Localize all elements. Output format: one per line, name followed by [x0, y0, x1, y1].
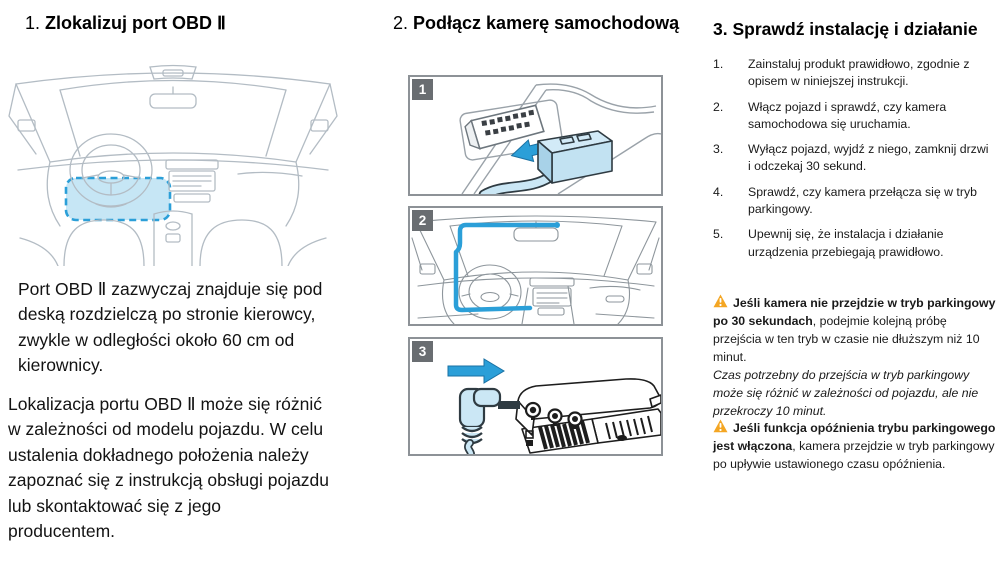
step2-badge: 2 [412, 210, 433, 231]
obd-location-paragraph: Port OBD Ⅱ zazwyczaj znajduje się pod de… [18, 279, 323, 376]
warning1-text: , podejmie kolejną próbę przejścia w ten… [713, 314, 980, 364]
warning-icon [713, 294, 728, 308]
cable-routing-illustration [411, 215, 660, 324]
section2-number: 2. [393, 13, 409, 33]
car-interior-illustration [8, 64, 338, 266]
warning1-italic-note: Czas potrzebny do przejścia w tryb parki… [713, 368, 979, 418]
step-number: 3. [713, 142, 724, 157]
step1-badge: 1 [412, 79, 433, 100]
step2-panel: 2 [408, 206, 663, 326]
step-number: 1. [713, 57, 724, 71]
step-item: 5. Upewnij się, że instalacja i działani… [713, 226, 989, 261]
step3-badge: 3 [412, 341, 433, 362]
step-item: 3. Wyłącz pojazd, wyjdź z niego, zamknij… [713, 141, 989, 176]
warning-delay-function: Jeśli funkcja opóźnienia trybu parkingow… [713, 419, 997, 473]
warning2-bold: Jeśli funkcja opóźnienia trybu parkingow… [713, 421, 996, 453]
step-number: 4. [713, 184, 724, 199]
arrow-icon [447, 358, 505, 384]
step-text: Włącz pojazd i sprawdź, czy kamera samoc… [748, 99, 947, 131]
step-item: 1. Zainstaluj produkt prawidłowo, zgodni… [713, 56, 989, 91]
section1-title: Zlokalizuj port OBD Ⅱ [45, 13, 226, 33]
warning-parking-mode: Jeśli kamera nie przejdzie w tryb parkin… [713, 294, 997, 420]
step-text: Wyłącz pojazd, wyjdź z niego, zamknij dr… [748, 142, 989, 174]
section2-title: Podłącz kamerę samochodową [413, 13, 680, 33]
section2-heading: 2. Podłącz kamerę samochodową [393, 13, 679, 34]
section3-heading: 3. Sprawdź instalację i działanie [713, 19, 978, 40]
power-plug-illustration [447, 358, 661, 454]
obd-variability-paragraph: Lokalizacja portu OBD Ⅱ może się różnić … [8, 394, 330, 541]
routed-cable [453, 222, 559, 313]
step-number: 2. [713, 99, 724, 114]
section3-number: 3. [713, 19, 728, 39]
step-text: Zainstaluj produkt prawidłowo, zgodnie z… [748, 57, 970, 89]
warning-icon [713, 419, 728, 433]
section1-heading: 1. Zlokalizuj port OBD Ⅱ [25, 13, 226, 34]
step3-panel: 3 [408, 337, 663, 456]
step-number: 5. [713, 227, 724, 242]
power-plug [458, 387, 520, 454]
checklist: 1. Zainstaluj produkt prawidłowo, zgodni… [713, 56, 989, 269]
step1-panel: 1 [408, 75, 663, 196]
step-item: 4. Sprawdź, czy kamera przełącza się w t… [713, 184, 989, 219]
warning2-text: , kamera przejdzie w tryb parkingowy po … [713, 439, 995, 471]
warning1-bold: Jeśli kamera nie przejdzie w tryb parkin… [713, 296, 996, 328]
step-text: Upewnij się, że instalacja i działanie u… [748, 227, 944, 259]
step-text: Sprawdź, czy kamera przełącza się w tryb… [748, 184, 977, 217]
obd-plug-illustration [459, 83, 661, 194]
step-item: 2. Włącz pojazd i sprawdź, czy kamera sa… [713, 99, 989, 134]
section1-number: 1. [25, 13, 41, 33]
section3-title: Sprawdź instalację i działanie [732, 19, 978, 39]
